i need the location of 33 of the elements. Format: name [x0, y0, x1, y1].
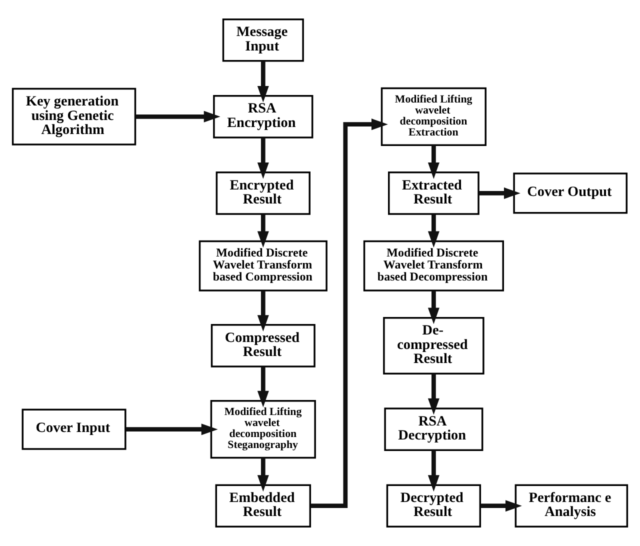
arrow [428, 145, 440, 179]
arrow [428, 214, 440, 248]
arrow [428, 290, 440, 324]
arrow [126, 424, 218, 436]
node-box: Message Input [222, 18, 304, 62]
arrow [428, 450, 440, 492]
node-box: Decrypted Result [386, 484, 482, 528]
node-box: Modified Discrete Wavelet Transform based Compression [198, 240, 328, 292]
node-box: RSA Encryption [213, 95, 314, 138]
node-box: Modified Lifting wavelet decomposition Steganography [210, 400, 316, 459]
node-box: Performanc e Analysis [514, 484, 628, 528]
arrow [310, 118, 388, 508]
arrow [428, 374, 440, 415]
node-box: Compressed Result [210, 324, 316, 368]
node-box: Extracted Result [388, 172, 480, 215]
node-box: Key generation using Genetic Algorithm [12, 88, 136, 146]
arrow [257, 366, 269, 408]
node-box: Embedded Result [215, 484, 312, 528]
node-box: Cover Output [513, 172, 628, 214]
arrow [480, 500, 522, 512]
arrow [257, 61, 269, 102]
node-box: Encrypted Result [216, 172, 310, 215]
node-box: Cover Input [22, 408, 126, 450]
arrow [135, 110, 220, 122]
arrow [478, 187, 520, 199]
arrow [257, 214, 269, 248]
arrow [257, 290, 269, 332]
node-box: Modified Discrete Wavelet Transform based Decompression [363, 240, 504, 292]
arrow [257, 458, 269, 492]
arrow [257, 138, 269, 179]
node-box: RSA Decryption [384, 408, 484, 451]
node-box: Modified Lifting wavelet decomposition Extraction [380, 87, 486, 146]
node-box: De- compressed Result [383, 316, 484, 374]
